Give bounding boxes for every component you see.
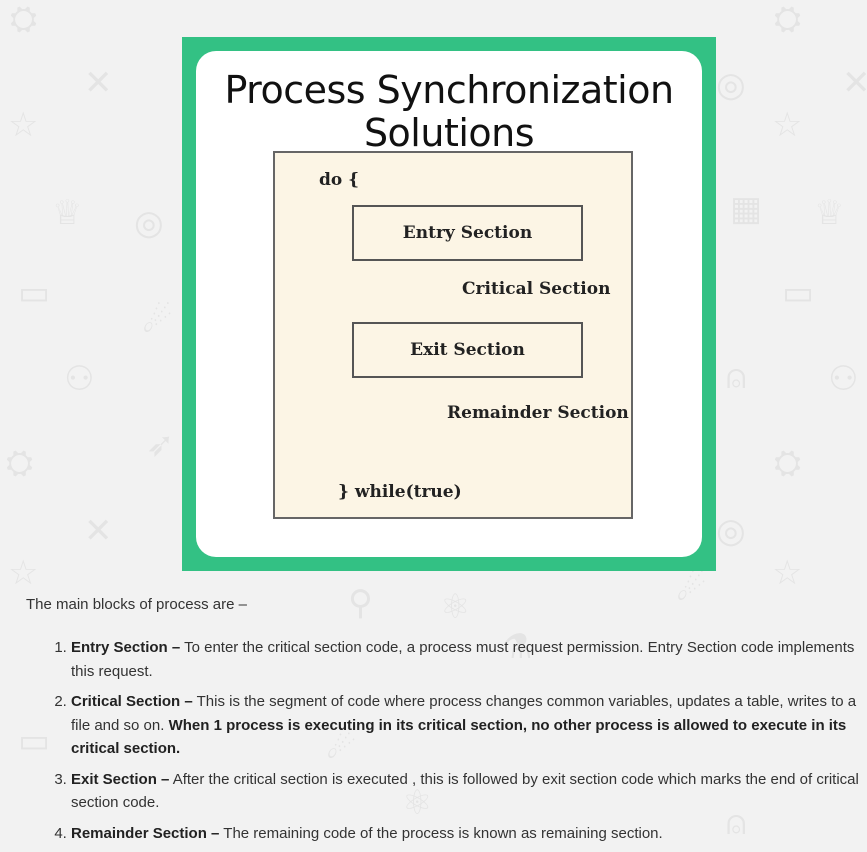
ufo-icon: ⛭ xyxy=(10,0,38,39)
entry-section-label: Entry Section xyxy=(402,223,533,243)
atom-icon: ⚛ xyxy=(440,587,471,627)
comet-icon: ☄ xyxy=(676,569,707,609)
robot-icon: ⍝ xyxy=(726,803,747,843)
trophy-icon: ♕ xyxy=(52,193,83,233)
exit-section-label: Exit Section xyxy=(410,340,525,360)
globe-icon: ◎ xyxy=(134,203,164,243)
while-true-keyword: } while(true) xyxy=(338,482,462,502)
list-item-text: After the critical section is executed ,… xyxy=(71,770,859,812)
ufo-icon: ⛭ xyxy=(774,443,802,483)
list-item: Exit Section – After the critical sectio… xyxy=(71,768,867,815)
image-title-line1: Process Synchronization xyxy=(224,68,674,112)
image-card: Process Synchronization Solutions do { E… xyxy=(196,51,702,557)
list-item-emphasis: When 1 process is executing in its criti… xyxy=(71,716,847,758)
code-structure-diagram: do { Entry Section Critical Section Exit… xyxy=(273,151,633,519)
list-item-text: This is the segment of code where proces… xyxy=(71,693,857,734)
exit-section-box: Exit Section xyxy=(352,322,583,378)
list-item-text: To enter the critical section code, a pr… xyxy=(71,639,855,680)
qr-icon: ▦ xyxy=(730,189,763,229)
globe-icon: ◎ xyxy=(716,65,746,105)
ufo-icon: ⛭ xyxy=(6,443,34,483)
briefcase-icon: ▭ xyxy=(18,721,51,761)
telescope-icon: ⚲ xyxy=(348,583,373,623)
list-item-text: The remaining code of the process is kno… xyxy=(219,824,663,842)
list-item-term: Entry Section – xyxy=(71,639,181,656)
atom-icon: ⚛ xyxy=(402,783,433,823)
list-item-term: Critical Section – xyxy=(71,693,193,710)
image-title: Process Synchronization Solutions xyxy=(196,69,702,155)
list-item-term: Remainder Section – xyxy=(71,824,220,842)
people-icon: ⚇ xyxy=(64,359,95,399)
briefcase-icon: ▭ xyxy=(18,273,51,313)
star-icon: ☆ xyxy=(8,553,39,593)
list-item: Critical Section – This is the segment o… xyxy=(71,690,867,761)
ufo-icon: ⛭ xyxy=(774,0,802,39)
list-item: Entry Section – To enter the critical se… xyxy=(71,636,867,683)
intro-text: The main blocks of process are – xyxy=(26,596,247,613)
comet-icon: ☄ xyxy=(142,301,173,341)
remainder-section-label: Remainder Section xyxy=(447,403,629,423)
people-icon: ⚇ xyxy=(828,359,859,399)
process-blocks-list: Entry Section – To enter the critical se… xyxy=(48,636,867,852)
list-item: Remainder Section – The remaining code o… xyxy=(71,822,867,846)
comet-icon: ☄ xyxy=(326,727,357,767)
star-icon: ☆ xyxy=(8,105,39,145)
entry-section-box: Entry Section xyxy=(352,205,583,261)
star-icon: ☆ xyxy=(772,553,803,593)
trophy-icon: ♕ xyxy=(814,193,845,233)
briefcase-icon: ▭ xyxy=(782,273,815,313)
list-item-term: Exit Section – xyxy=(71,770,170,788)
flask-icon: ⚗ xyxy=(502,627,533,667)
featured-image: Process Synchronization Solutions do { E… xyxy=(182,37,716,571)
critical-section-label: Critical Section xyxy=(462,279,611,299)
rocket-icon: ➶ xyxy=(146,425,175,465)
image-title-line2: Solutions xyxy=(363,111,535,155)
pencil-ruler-icon: ✕ xyxy=(842,63,867,103)
star-icon: ☆ xyxy=(772,105,803,145)
do-keyword: do { xyxy=(319,170,360,190)
pencil-ruler-icon: ✕ xyxy=(84,63,113,103)
robot-icon: ⍝ xyxy=(726,357,747,397)
pencil-ruler-icon: ✕ xyxy=(84,511,113,551)
globe-icon: ◎ xyxy=(716,511,746,551)
